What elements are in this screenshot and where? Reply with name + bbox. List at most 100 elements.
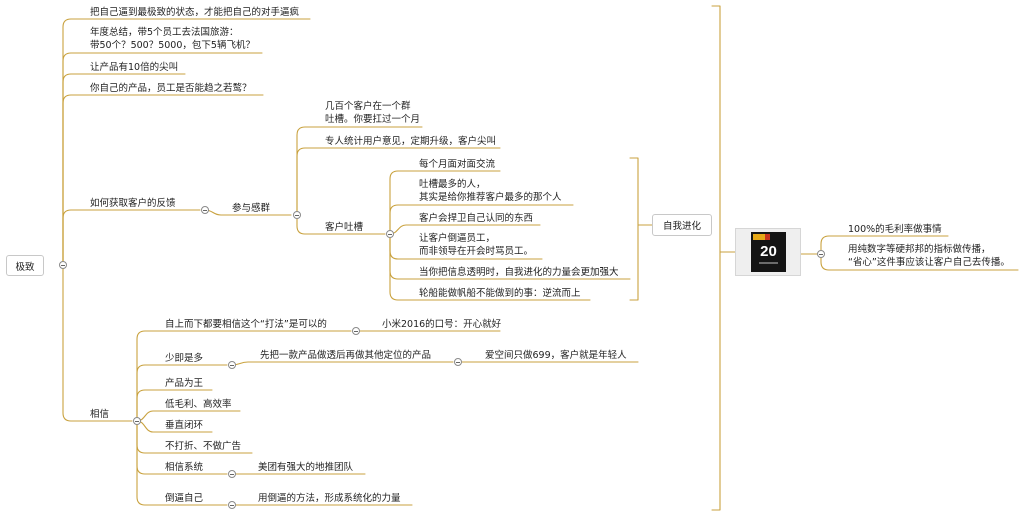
topic-no-discount[interactable]: 不打折、不做广告 xyxy=(165,440,241,453)
minus-icon xyxy=(230,504,234,506)
collapse-toggle-one-product-first[interactable] xyxy=(454,358,462,366)
topic-text: 把自己逼到最极致的状态，才能把自己的对手逼疯 xyxy=(90,7,300,18)
topic-text: 低毛利、高效率 xyxy=(165,399,232,410)
topic-product-first[interactable]: 产品为王 xyxy=(165,377,203,390)
topic-less-is-more[interactable]: 少即是多 xyxy=(165,352,203,365)
topic-meituan-team[interactable]: 美团有强大的地推团队 xyxy=(258,461,353,474)
topic-employees-flock[interactable]: 你自己的产品，员工是否能趋之若鹜？ xyxy=(90,82,252,95)
topic-text: 100%的毛利率做事情 xyxy=(848,224,942,235)
topic-text-line2: 而非领导在开会时骂员工。 xyxy=(419,246,534,257)
topic-hard-metrics[interactable]: 用纯数字等硬邦邦的指标做传播， “省心”这件事应该让客户自己去传播。 xyxy=(848,243,1010,269)
collapse-toggle-customer-feedback[interactable] xyxy=(201,206,209,214)
root-topic-label: 极致 xyxy=(15,261,35,273)
topic-customer-complaints[interactable]: 客户吐槽 xyxy=(325,221,363,234)
topic-text: 用倒逼的方法，形成系统化的力量 xyxy=(258,493,401,504)
topic-text: 相信系统 xyxy=(165,462,204,473)
topic-top-down[interactable]: 自上而下都要相信这个“打法”是可以的 xyxy=(165,318,327,331)
minus-icon xyxy=(819,253,823,255)
collapse-toggle-believe[interactable] xyxy=(133,417,141,425)
topic-text-line2: 带50个？500？5000，包下5辆飞机？ xyxy=(90,40,255,51)
connector-line-18 xyxy=(136,364,228,422)
topic-text: 当你把信息透明时，自我进化的力量会更加强大 xyxy=(419,267,619,278)
topic-text-line1: 让客户倒逼员工， xyxy=(419,233,496,244)
topic-complaint-5[interactable]: 当你把信息透明时，自我进化的力量会更加强大 xyxy=(419,266,619,279)
topic-extreme-state[interactable]: 把自己逼到最极致的状态，才能把自己的对手逼疯 xyxy=(90,6,299,19)
topic-text-line2: “省心”这件事应该让客户自己去传播。 xyxy=(848,257,1010,268)
topic-text: 相信 xyxy=(90,409,110,420)
minus-icon xyxy=(295,214,299,216)
minus-icon xyxy=(230,473,234,475)
collapse-toggle-participation-group[interactable] xyxy=(293,211,301,219)
topic-aikongjian[interactable]: 爱空间只做699，客户就是年轻人 xyxy=(485,349,627,362)
topic-vertical-loop[interactable]: 垂直闭环 xyxy=(165,419,203,432)
topic-hundreds-group[interactable]: 几百个客户在一个群 吐槽。你要扛过一个月 xyxy=(325,100,420,126)
connector-line-5 xyxy=(62,209,201,266)
topic-believe[interactable]: 相信 xyxy=(90,408,109,421)
topic-complaint-4[interactable]: 让客户倒逼员工， 而非领导在开会时骂员工。 xyxy=(419,232,533,258)
book-cover: 20 xyxy=(751,232,786,272)
topic-product-scream[interactable]: 让产品有10倍的尖叫 xyxy=(90,61,178,74)
collapse-toggle-book[interactable] xyxy=(817,250,825,258)
topic-participation-group[interactable]: 参与感群 xyxy=(232,202,270,215)
collapse-toggle-top-down[interactable] xyxy=(352,327,360,335)
topic-full-margin[interactable]: 100%的毛利率做事情 xyxy=(848,223,942,236)
connector-line-3 xyxy=(62,73,186,266)
topic-complaint-2[interactable]: 吐槽最多的人， 其实是给你推荐客户最多的那个人 xyxy=(419,178,562,204)
topic-text: 小米2016的口号：开心就好 xyxy=(382,319,502,330)
outer-bracket xyxy=(711,5,736,511)
book-cover-image[interactable]: 20 xyxy=(735,228,801,276)
minus-icon xyxy=(135,420,139,422)
collapse-toggle-less-is-more[interactable] xyxy=(228,361,236,369)
topic-one-product-first[interactable]: 先把一款产品做透后再做其他定位的产品 xyxy=(260,349,431,362)
topic-xiaomi-slogan[interactable]: 小米2016的口号：开心就好 xyxy=(382,318,501,331)
topic-text: 自上而下都要相信这个“打法”是可以的 xyxy=(165,319,327,330)
topic-text-line1: 吐槽最多的人， xyxy=(419,179,486,190)
topic-text: 客户会捍卫自己认同的东西 xyxy=(419,213,534,224)
minus-icon xyxy=(203,209,207,211)
topic-text: 每个月面对面交流 xyxy=(419,159,496,170)
topic-text-line1: 用纯数字等硬邦邦的指标做传播， xyxy=(848,244,991,255)
cover-tag xyxy=(753,234,765,240)
minus-icon xyxy=(354,330,358,332)
summary-topic-self-evolution[interactable]: 自我进化 xyxy=(652,214,712,236)
topic-text: 爱空间只做699，客户就是年轻人 xyxy=(485,350,627,361)
collapse-toggle-trust-system[interactable] xyxy=(228,470,236,478)
topic-text: 专人统计用户意见，定期升级，客户尖叫 xyxy=(325,136,497,147)
topic-complaint-6[interactable]: 轮船能做帆船不能做到的事：逆流而上 xyxy=(419,287,581,300)
collapse-toggle-root[interactable] xyxy=(59,261,67,269)
topic-complaint-3[interactable]: 客户会捍卫自己认同的东西 xyxy=(419,212,533,225)
minus-icon xyxy=(456,361,460,363)
connector-line-6 xyxy=(62,264,133,422)
topic-text-line1: 几百个客户在一个群 xyxy=(325,101,411,112)
topic-text-line2: 其实是给你推荐客户最多的那个人 xyxy=(419,192,562,203)
topic-text: 产品为王 xyxy=(165,378,204,389)
topic-complaint-1[interactable]: 每个月面对面交流 xyxy=(419,158,495,171)
cover-divider xyxy=(759,262,778,264)
topic-annual-summary[interactable]: 年度总结，带5个员工去法国旅游： 带50个？500？5000，包下5辆飞机？ xyxy=(90,26,255,52)
connector-line-26 xyxy=(231,361,454,366)
topic-text: 垂直闭环 xyxy=(165,420,204,431)
topic-systematic-power[interactable]: 用倒逼的方法，形成系统化的力量 xyxy=(258,492,401,505)
topic-text: 让产品有10倍的尖叫 xyxy=(90,62,179,73)
topic-text: 客户吐槽 xyxy=(325,222,364,233)
topic-text: 不打折、不做广告 xyxy=(165,441,242,452)
topic-text: 参与感群 xyxy=(232,203,271,214)
topic-dedicated-stats[interactable]: 专人统计用户意见，定期升级，客户尖叫 xyxy=(325,135,496,148)
connector-line-4 xyxy=(62,94,264,266)
topic-low-margin[interactable]: 低毛利、高效率 xyxy=(165,398,232,411)
topic-customer-feedback[interactable]: 如何获取客户的反馈 xyxy=(90,197,176,210)
topic-text: 美团有强大的地推团队 xyxy=(258,462,354,473)
topic-push-self[interactable]: 倒逼自己 xyxy=(165,492,203,505)
topic-text: 先把一款产品做透后再做其他定位的产品 xyxy=(260,350,432,361)
topic-text: 少即是多 xyxy=(165,353,204,364)
collapse-toggle-customer-complaints[interactable] xyxy=(386,230,394,238)
cover-number: 20 xyxy=(760,243,777,260)
topic-text: 你自己的产品，员工是否能趋之若鹜？ xyxy=(90,83,252,94)
summary-bracket xyxy=(629,157,653,301)
topic-text: 倒逼自己 xyxy=(165,493,204,504)
collapse-toggle-push-self[interactable] xyxy=(228,501,236,509)
topic-text-line2: 吐槽。你要扛过一个月 xyxy=(325,114,421,125)
root-topic[interactable]: 极致 xyxy=(6,255,44,276)
topic-trust-system[interactable]: 相信系统 xyxy=(165,461,203,474)
